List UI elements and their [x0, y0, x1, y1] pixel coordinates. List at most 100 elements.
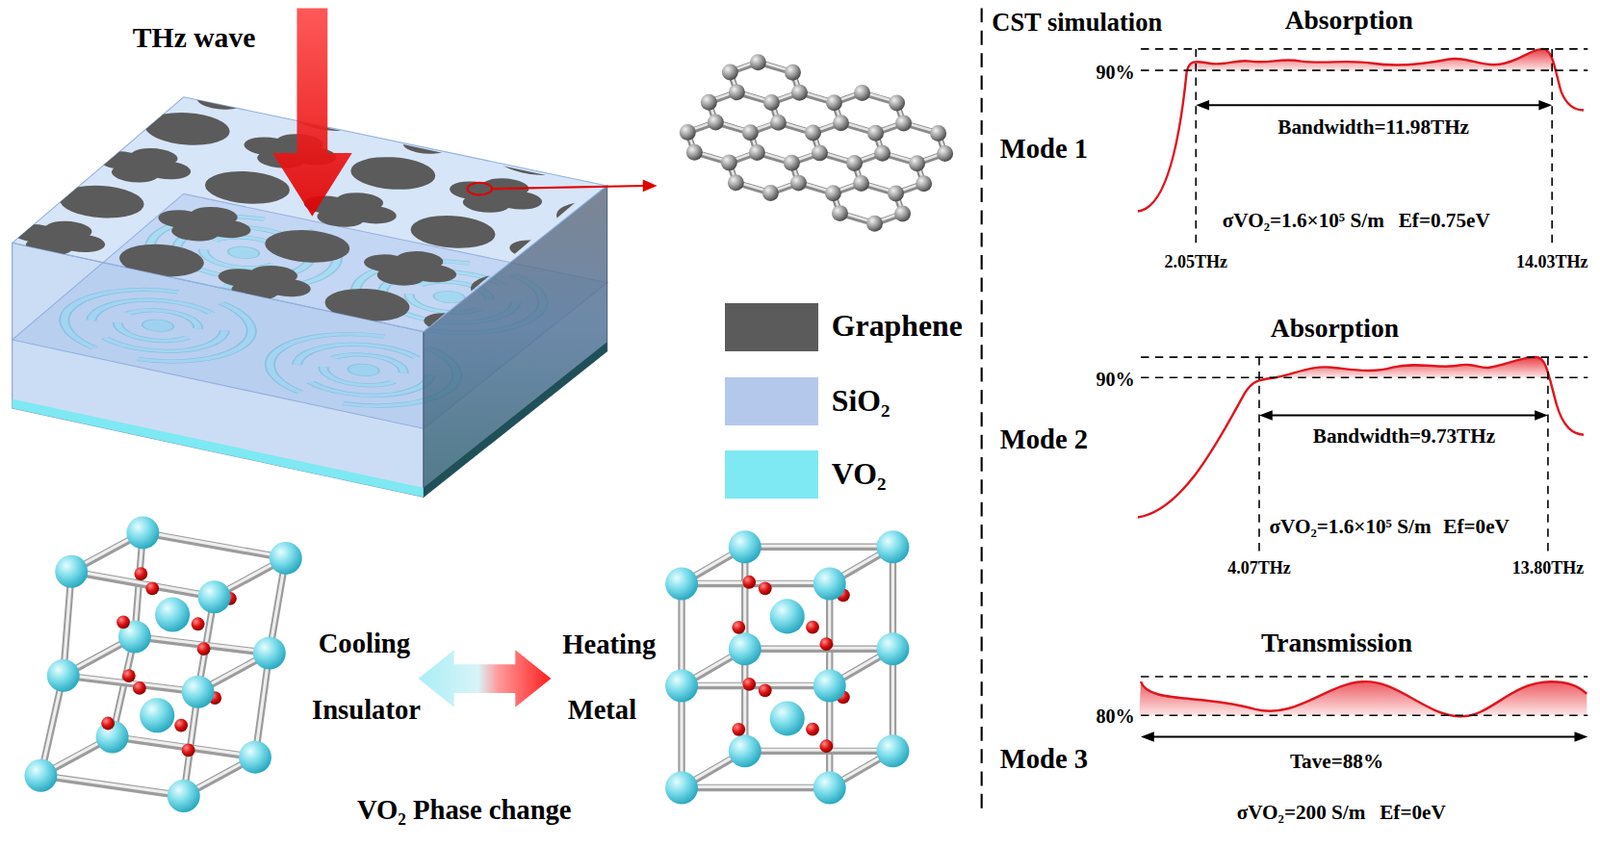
oxygen-atom [742, 575, 756, 590]
mode-label: Mode 1 [1000, 133, 1088, 166]
crystal-bond [745, 645, 894, 653]
carbon-atom [887, 185, 904, 203]
graphene-cross [414, 116, 477, 142]
graphene-disk [457, 268, 568, 313]
carbon-atom [707, 114, 724, 131]
graphene-cross [18, 233, 80, 259]
graphene-disk [278, 97, 389, 137]
reference-line [1140, 69, 1588, 72]
carbon-atom [679, 124, 697, 141]
figure-caption: VO₂ Phase change [357, 795, 572, 827]
crystal-bond [745, 646, 894, 650]
carbon-atom [867, 125, 884, 142]
graphene-cross [12, 175, 21, 201]
carbon-atom [762, 184, 779, 202]
graphene-cross [97, 276, 159, 302]
carbon-atom [825, 94, 843, 111]
bandwidth-label: Bandwidth=9.73THz [1313, 424, 1496, 448]
reference-line [1550, 49, 1553, 249]
carbon-atom [852, 175, 870, 192]
carbon-atom [700, 94, 718, 111]
vanadium-atom [167, 779, 201, 813]
metasurface-block [0, 45, 705, 498]
vanadium-atom [126, 516, 159, 549]
percent-tick: 90% [1095, 368, 1135, 391]
carbon-atom [936, 145, 954, 162]
conductivity-label: σVO₂=1.6×10⁵ S/m [1269, 515, 1432, 539]
legend-swatch [724, 450, 820, 499]
reference-line [1258, 357, 1261, 556]
carbon-atom [825, 184, 842, 202]
vanadium-atom [47, 659, 80, 693]
carbon-atom [831, 205, 849, 222]
plot-title: Transmission [1261, 627, 1413, 659]
graphene-pattern [0, 45, 705, 389]
vanadium-atom [665, 670, 698, 703]
oxygen-atom [101, 717, 115, 731]
reference-line [1547, 357, 1549, 556]
state-label: Metal [567, 695, 637, 727]
graphene-disk [483, 136, 594, 181]
vanadium-atom [181, 675, 215, 709]
bandwidth-label: Bandwidth=11.98THz [1277, 115, 1470, 139]
carbon-atom [748, 144, 766, 161]
vanadium-atom [876, 632, 909, 666]
vo2-bottom-layer [12, 399, 424, 498]
vanadium-atom [728, 632, 762, 666]
average-transmission-label: Tave=88% [1290, 749, 1384, 774]
graphene-cross [303, 320, 365, 332]
oxygen-atom [116, 615, 130, 629]
graphene-cross [534, 233, 595, 259]
oxygen-atom [742, 677, 756, 692]
carbon-atom [727, 174, 745, 191]
oxygen-atom [805, 620, 820, 635]
carbon-atom [908, 154, 926, 172]
vanadium-atom [770, 598, 805, 634]
graphene-cross [12, 172, 53, 198]
oxygen-atom [174, 719, 188, 733]
vanadium-atom [728, 530, 762, 564]
oxygen-atom [122, 669, 136, 683]
graphene-cross [416, 309, 479, 333]
panel-heading: CST simulation [991, 7, 1162, 37]
carbon-atom [894, 205, 911, 222]
graphene-cross [293, 329, 356, 333]
carbon-atom [686, 144, 703, 161]
frequency-tick: 14.03THz [1516, 252, 1589, 273]
reference-line [1140, 714, 1588, 717]
graphene-disk [337, 151, 449, 196]
graphene-cross [438, 314, 501, 333]
carbon-atom [749, 53, 767, 71]
legend-label: VO₂ [831, 457, 887, 493]
graphene-disk [311, 283, 423, 328]
oxygen-atom [191, 617, 206, 631]
carbon-atom [742, 124, 759, 141]
graphene-cross [224, 278, 286, 304]
graphene-disk [12, 121, 98, 166]
bandwidth-arrow [1149, 735, 1580, 738]
arrowhead [1534, 410, 1549, 421]
graphene-cross [189, 97, 252, 114]
insulator-crystal [24, 516, 302, 812]
vanadium-atom [665, 772, 698, 805]
crystal-bond [112, 735, 256, 756]
mode-label: Mode 3 [1000, 744, 1088, 776]
spectrum-curve [1137, 49, 1584, 212]
reference-line [1140, 376, 1588, 379]
phase-change-arrow [418, 649, 552, 707]
graphene-disk [542, 195, 595, 240]
oxygen-atom [820, 637, 834, 651]
graphene-disk [46, 180, 157, 225]
graphene-disk [105, 237, 217, 283]
oxygen-atom [820, 739, 834, 753]
percent-tick: 80% [1095, 705, 1135, 728]
graphene-cross [462, 319, 524, 333]
spectrum-fill [1133, 681, 1589, 716]
carbon-atom [790, 175, 807, 192]
conductivity-label: σVO₂=1.6×10⁵ S/m [1222, 208, 1385, 233]
graphene-cross [76, 99, 138, 125]
carbon-atom [811, 144, 828, 161]
graphene-cross [65, 280, 128, 306]
crystal-bond [681, 784, 830, 792]
